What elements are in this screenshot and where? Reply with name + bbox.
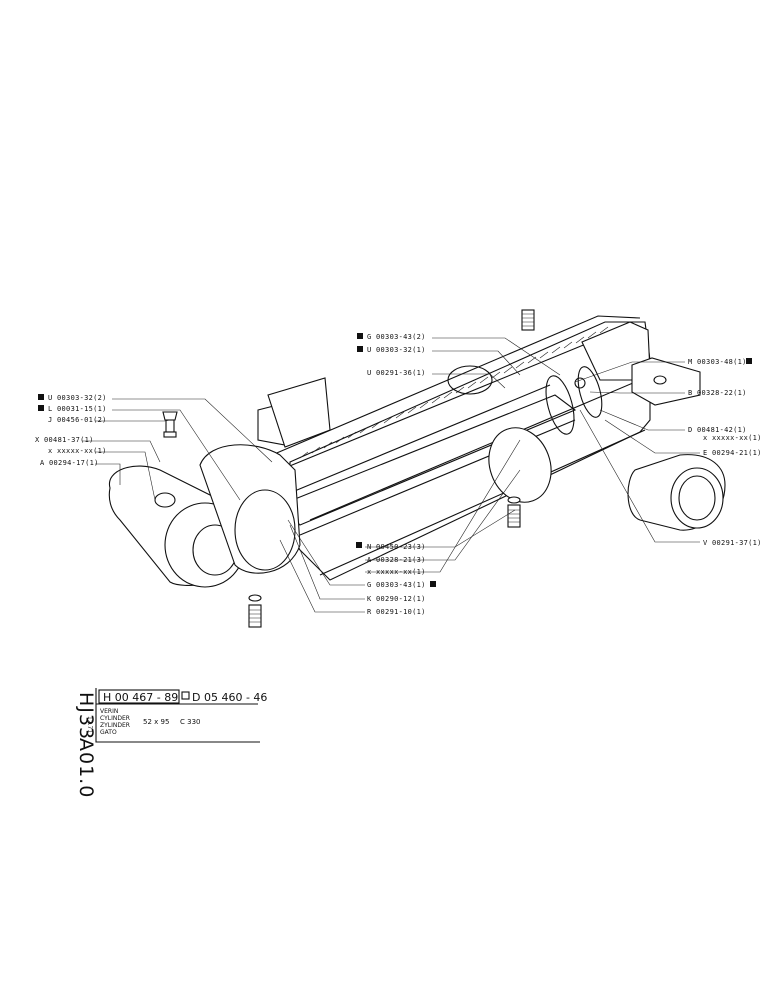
callout-label: K 00290-12(1) bbox=[367, 595, 426, 603]
marker-square bbox=[356, 542, 362, 548]
callout-label: M 00303-48(1) bbox=[688, 358, 747, 366]
marker-square bbox=[38, 394, 44, 400]
marker-square bbox=[357, 333, 363, 339]
callout-label: U 00303-32(1) bbox=[367, 346, 426, 354]
callout-label: U 00291-36(1) bbox=[367, 369, 426, 377]
marker-square bbox=[430, 581, 436, 587]
callout-label: E 00294-21(1) bbox=[703, 449, 762, 457]
callouts-left: U 00303-32(2) L 00031-15(1) J 00456-01(2… bbox=[35, 394, 107, 467]
callout-label: N 00450-23(3) bbox=[367, 543, 426, 551]
cylinder-drawing bbox=[108, 309, 726, 628]
size: 52 x 95 bbox=[143, 718, 169, 726]
callout-label: B 00328-22(1) bbox=[688, 389, 747, 397]
drawing-date: 12.71 bbox=[86, 716, 93, 733]
callout-label: X 00481-37(1) bbox=[35, 436, 94, 444]
callout-label: L 00031-15(1) bbox=[48, 405, 107, 413]
barrel-hatching bbox=[299, 326, 609, 459]
name-de: ZYLINDER bbox=[100, 722, 130, 729]
marker-square bbox=[746, 358, 752, 364]
callout-label: R 00291-10(1) bbox=[367, 608, 426, 616]
grease-nipple-left bbox=[162, 411, 178, 438]
callout-label: U 00303-32(2) bbox=[48, 394, 107, 402]
model: C 330 bbox=[180, 718, 200, 726]
callout-label: A 00328-21(3) bbox=[367, 556, 426, 564]
alt-marker-square bbox=[181, 691, 190, 700]
grease-nipple-bottom-left bbox=[248, 594, 262, 628]
name-fr: VERIN bbox=[100, 708, 118, 715]
callouts-bottom: N 00450-23(3) A 00328-21(3) x xxxxx-xx(1… bbox=[356, 542, 436, 616]
part-number: H 00 467 - 89 bbox=[103, 691, 178, 704]
callout-label: D 00481-42(1) bbox=[688, 426, 747, 434]
callout-label: G 00303-43(2) bbox=[367, 333, 426, 341]
marker-square bbox=[357, 346, 363, 352]
name-en: CYLINDER bbox=[100, 715, 130, 722]
leader-lines bbox=[82, 337, 700, 613]
callout-label: G 00303-43(1) bbox=[367, 581, 426, 589]
alt-part-number: D 05 460 - 46 bbox=[192, 691, 267, 704]
callout-label: x xxxxx-xx(1) bbox=[367, 568, 426, 576]
callout-label: A 00294-17(1) bbox=[40, 459, 99, 467]
drawing-code-main: HJ33 bbox=[75, 692, 97, 740]
drawing-code-sub: A01.0 bbox=[75, 738, 97, 798]
callout-label: x xxxxx-xx(1) bbox=[48, 447, 107, 455]
title-block: HJ33 A01.0 12.71 H 00 467 - 89 D 05 460 … bbox=[75, 688, 267, 798]
callouts-right: M 00303-48(1) B 00328-22(1) D 00481-42(1… bbox=[688, 358, 762, 547]
callout-label: J 00456-01(2) bbox=[48, 416, 107, 424]
grease-nipple-top bbox=[521, 309, 535, 331]
marker-square bbox=[38, 405, 44, 411]
callouts-top: G 00303-43(2) U 00303-32(1) U 00291-36(1… bbox=[357, 333, 426, 377]
callout-label: x xxxxx-xx(1) bbox=[703, 434, 762, 442]
name-es: GATO bbox=[100, 729, 117, 736]
grease-nipple-bottom-mid bbox=[507, 496, 521, 528]
callout-label: V 00291-37(1) bbox=[703, 539, 762, 547]
